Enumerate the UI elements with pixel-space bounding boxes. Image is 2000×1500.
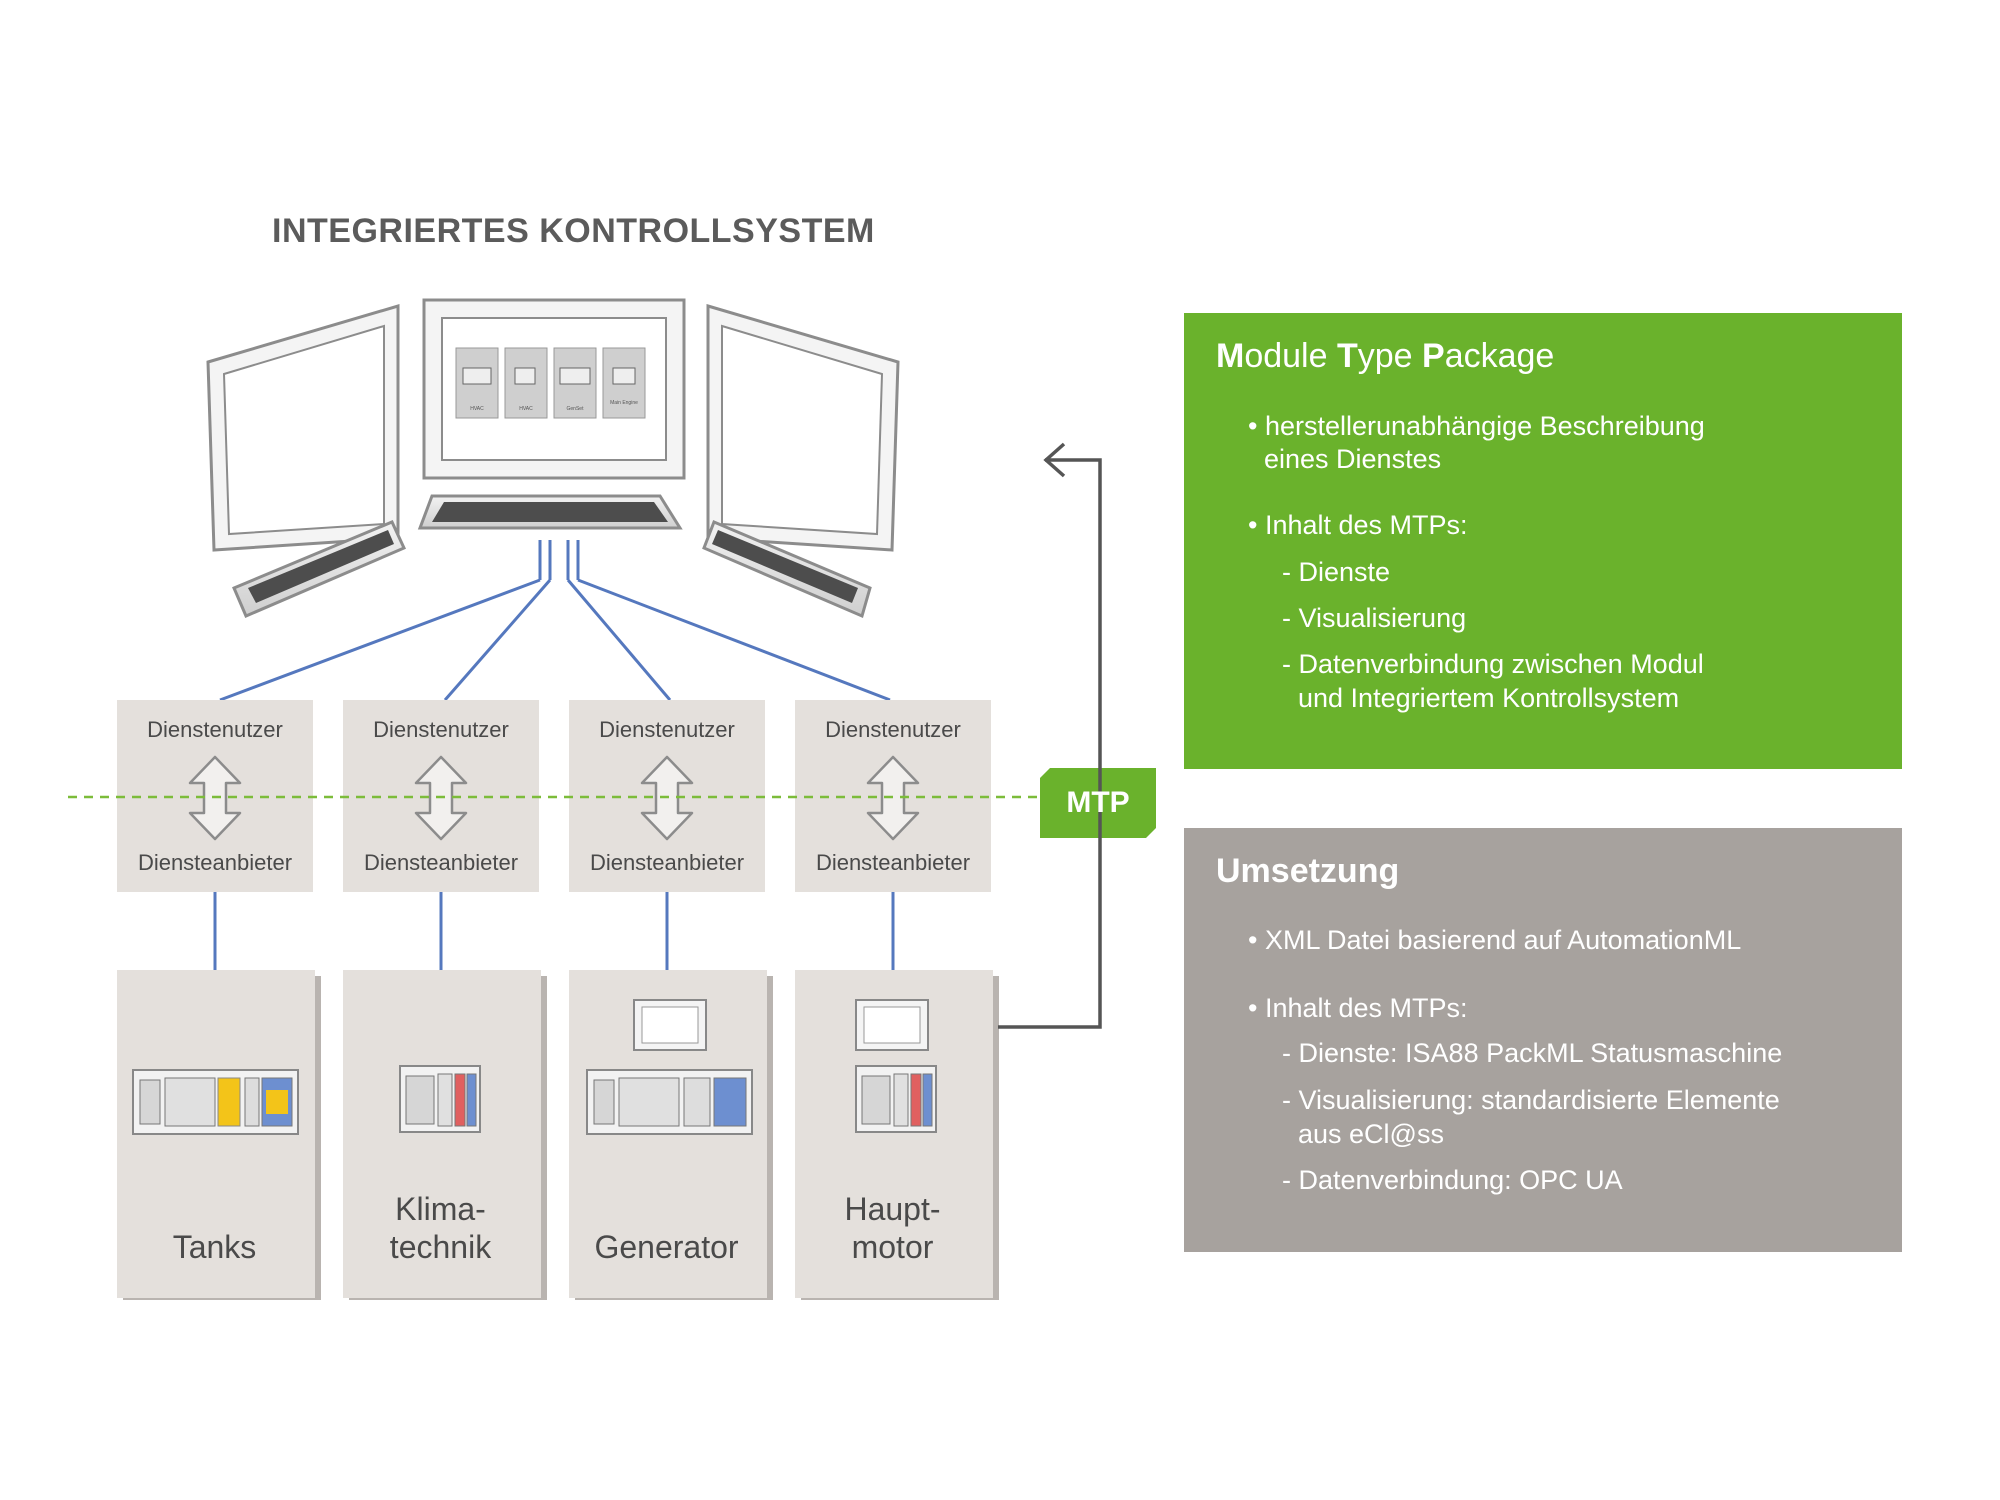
plc-device-tanks [132, 1069, 299, 1135]
module-name-line2: technik [389, 1229, 492, 1265]
module-name: Haupt- motor [790, 1190, 995, 1266]
plc-device-generator [586, 999, 753, 1135]
panel-title: Module Type Package [1216, 337, 1555, 375]
arrow-head-icon [1043, 442, 1066, 478]
panel-title: Umsetzung [1216, 852, 1400, 890]
plc-device-hauptmotor [855, 999, 937, 1133]
module-name: Klima- technik [338, 1190, 543, 1266]
mtp-return-arrow [998, 458, 1102, 1029]
sub-item: - Dienste: ISA88 PackML Statusmaschine [1282, 1038, 1783, 1068]
screen-tile-label: Main Engine [610, 400, 638, 406]
sub-item: und Integriertem Kontrollsystem [1298, 683, 1680, 713]
service-consumer-label: Dienstenutzer [599, 717, 735, 742]
bullet-text: • Inhalt des MTPs: [1248, 510, 1468, 540]
sub-item: - Visualisierung [1282, 603, 1467, 633]
left-monitor [206, 303, 400, 552]
sub-item: - Datenverbindung zwischen Modul [1282, 649, 1704, 679]
module-name: Tanks [112, 1190, 317, 1266]
module-name-line2: Generator [594, 1229, 739, 1265]
bullet-text: • Inhalt des MTPs: [1248, 993, 1468, 1023]
screen-tiles: HVAC HVAC GenSet Main Engine [455, 347, 646, 419]
left-keyboard [232, 520, 407, 618]
sub-item: - Datenverbindung: OPC UA [1282, 1165, 1623, 1195]
screen-tile-label: GenSet [567, 406, 585, 412]
sub-item: - Visualisierung: standardisierte Elemen… [1282, 1085, 1780, 1115]
service-provider-label: Diensteanbieter [363, 850, 519, 875]
service-consumer-label: Dienstenutzer [373, 717, 509, 742]
screen-tile-label: HVAC [470, 406, 484, 412]
center-monitor: HVAC HVAC GenSet Main Engine [422, 298, 686, 480]
sub-item: - Dienste [1282, 557, 1391, 587]
mtp-tag-shape [1040, 768, 1156, 838]
module-name-line1: Klima- [395, 1191, 486, 1227]
screen-tile-label: HVAC [519, 406, 533, 412]
bullet-text: • XML Datei basierend auf AutomationML [1248, 925, 1742, 955]
module-name-line1: Haupt- [844, 1191, 941, 1227]
bullet-text: eines Dienstes [1264, 444, 1442, 474]
module-name-line1 [112, 1190, 317, 1228]
diagram-title: INTEGRIERTES KONTROLLSYSTEM [272, 212, 875, 250]
network-lines [213, 540, 895, 970]
service-provider-label: Diensteanbieter [815, 850, 971, 875]
service-consumer-label: Dienstenutzer [147, 717, 283, 742]
right-keyboard [702, 520, 872, 619]
right-monitor [706, 303, 900, 552]
center-keyboard [417, 494, 683, 530]
module-name-line2: Tanks [172, 1229, 257, 1265]
service-consumer-label: Dienstenutzer [825, 717, 961, 742]
service-provider-label: Diensteanbieter [137, 850, 293, 875]
implementation-panel: Umsetzung • XML Datei basierend auf Auto… [1184, 828, 1902, 1252]
sub-item: aus eCl@ss [1298, 1119, 1444, 1149]
module-name-line2: motor [851, 1229, 934, 1265]
module-name-line1 [564, 1190, 769, 1228]
mtp-info-panel: Module Type Package • herstellerunabhäng… [1184, 313, 1902, 769]
module-name: Generator [564, 1190, 769, 1266]
double-arrow-icon [866, 755, 920, 841]
mtp-tag-label: MTP [1066, 786, 1130, 819]
bullet-text: • herstellerunabhängige Beschreibung [1248, 411, 1705, 441]
plc-device-klimatechnik [399, 1065, 481, 1133]
service-provider-label: Diensteanbieter [589, 850, 745, 875]
